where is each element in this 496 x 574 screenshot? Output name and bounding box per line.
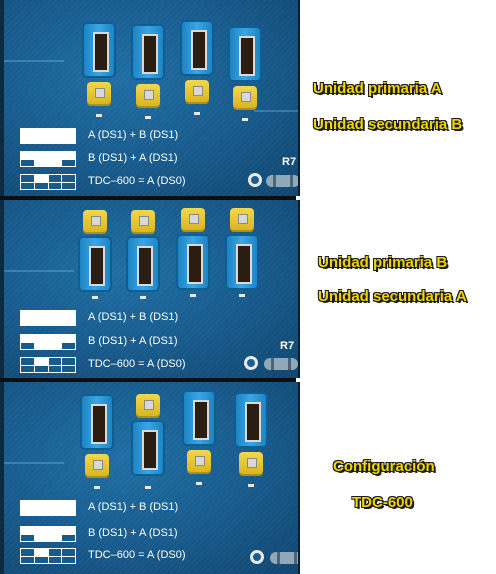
legend-grid-icon: [20, 310, 76, 326]
header-pin: [187, 450, 211, 474]
legend-grid-icon: [20, 500, 76, 516]
header-pin: [239, 452, 263, 476]
header-pin: [233, 86, 257, 110]
jumper-2: [131, 394, 165, 512]
jumper-2: [126, 210, 160, 328]
header-pin: [136, 394, 160, 418]
caption: Configuración: [333, 458, 435, 475]
jumper-4: [234, 392, 268, 510]
pin-marker: [242, 118, 248, 121]
legend-label: TDC–600 = A (DS0): [88, 175, 186, 187]
jumper-1: [82, 22, 116, 140]
resistor-label: R7: [282, 156, 297, 168]
caption: Unidad primaria A: [313, 80, 442, 97]
header-pin: [131, 210, 155, 234]
jumper-2: [131, 24, 165, 142]
pcb-trace: [4, 60, 64, 62]
jumper-cap: [78, 236, 112, 292]
header-pin: [185, 80, 209, 104]
pin-marker: [140, 296, 146, 299]
pin-marker: [194, 112, 200, 115]
caption: Unidad primaria B: [318, 254, 448, 271]
jumper-photo-panel-1: A (DS1) + B (DS1) B (DS1) + A (DS1) TDC–…: [0, 0, 300, 196]
pcb-trace: [4, 462, 64, 464]
legend-grid-icon: [20, 548, 76, 564]
legend-label: B (DS1) + A (DS1): [88, 335, 178, 347]
jumper-cap: [131, 420, 165, 476]
legend-label: TDC–600 = A (DS0): [88, 549, 186, 561]
legend-grid-icon: [20, 151, 76, 167]
legend-grid-icon: [20, 174, 76, 190]
jumper-cap: [225, 234, 259, 290]
resistor: [264, 358, 298, 370]
legend-label: B (DS1) + A (DS1): [88, 152, 178, 164]
jumper-photo-panel-2: A (DS1) + B (DS1) B (DS1) + A (DS1) TDC–…: [0, 200, 300, 378]
screw-hole: [244, 356, 258, 370]
jumper-3: [180, 20, 214, 138]
jumper-cap: [80, 394, 114, 450]
jumper-3: [182, 390, 216, 508]
pin-marker: [145, 486, 151, 489]
jumper-cap: [228, 26, 262, 82]
jumper-cap: [180, 20, 214, 76]
caption: Unidad secundaria B: [313, 116, 463, 133]
header-pin: [230, 208, 254, 232]
legend-label: TDC–600 = A (DS0): [88, 358, 186, 370]
jumper-1: [80, 394, 114, 512]
pcb-trace: [4, 270, 74, 272]
caption: TDC-600: [352, 494, 413, 511]
header-pin: [136, 84, 160, 108]
jumper-4: [225, 208, 259, 326]
legend-grid-icon: [20, 128, 76, 144]
jumper-photo-panel-3: A (DS1) + B (DS1) B (DS1) + A (DS1) TDC–…: [0, 382, 300, 574]
legend-grid-icon: [20, 334, 76, 350]
jumper-3: [176, 208, 210, 326]
jumper-cap: [126, 236, 160, 292]
jumper-cap: [82, 22, 116, 78]
legend-grid-icon: [20, 526, 76, 542]
panel-divider: [0, 378, 296, 382]
screw-hole: [248, 173, 262, 187]
pin-marker: [94, 486, 100, 489]
legend-label: A (DS1) + B (DS1): [88, 129, 179, 141]
pin-marker: [96, 114, 102, 117]
pcb-trace: [254, 110, 298, 112]
legend-label: A (DS1) + B (DS1): [88, 311, 179, 323]
jumper-cap: [131, 24, 165, 80]
header-pin: [181, 208, 205, 232]
pin-marker: [239, 294, 245, 297]
header-pin: [85, 454, 109, 478]
resistor: [266, 175, 298, 187]
legend-label: B (DS1) + A (DS1): [88, 527, 178, 539]
pin-marker: [190, 294, 196, 297]
panel-divider: [0, 196, 296, 200]
screw-hole: [250, 550, 264, 564]
pin-marker: [196, 482, 202, 485]
pin-marker: [145, 116, 151, 119]
header-pin: [83, 210, 107, 234]
jumper-cap: [182, 390, 216, 446]
jumper-4: [228, 26, 262, 144]
pin-marker: [92, 296, 98, 299]
legend-label: A (DS1) + B (DS1): [88, 501, 179, 513]
jumper-cap: [176, 234, 210, 290]
legend-grid-icon: [20, 357, 76, 373]
resistor-label: R7: [280, 340, 295, 352]
resistor: [270, 552, 298, 564]
jumper-1: [78, 210, 112, 328]
pin-marker: [248, 484, 254, 487]
jumper-cap: [234, 392, 268, 448]
header-pin: [87, 82, 111, 106]
caption: Unidad secundaria A: [318, 288, 467, 305]
